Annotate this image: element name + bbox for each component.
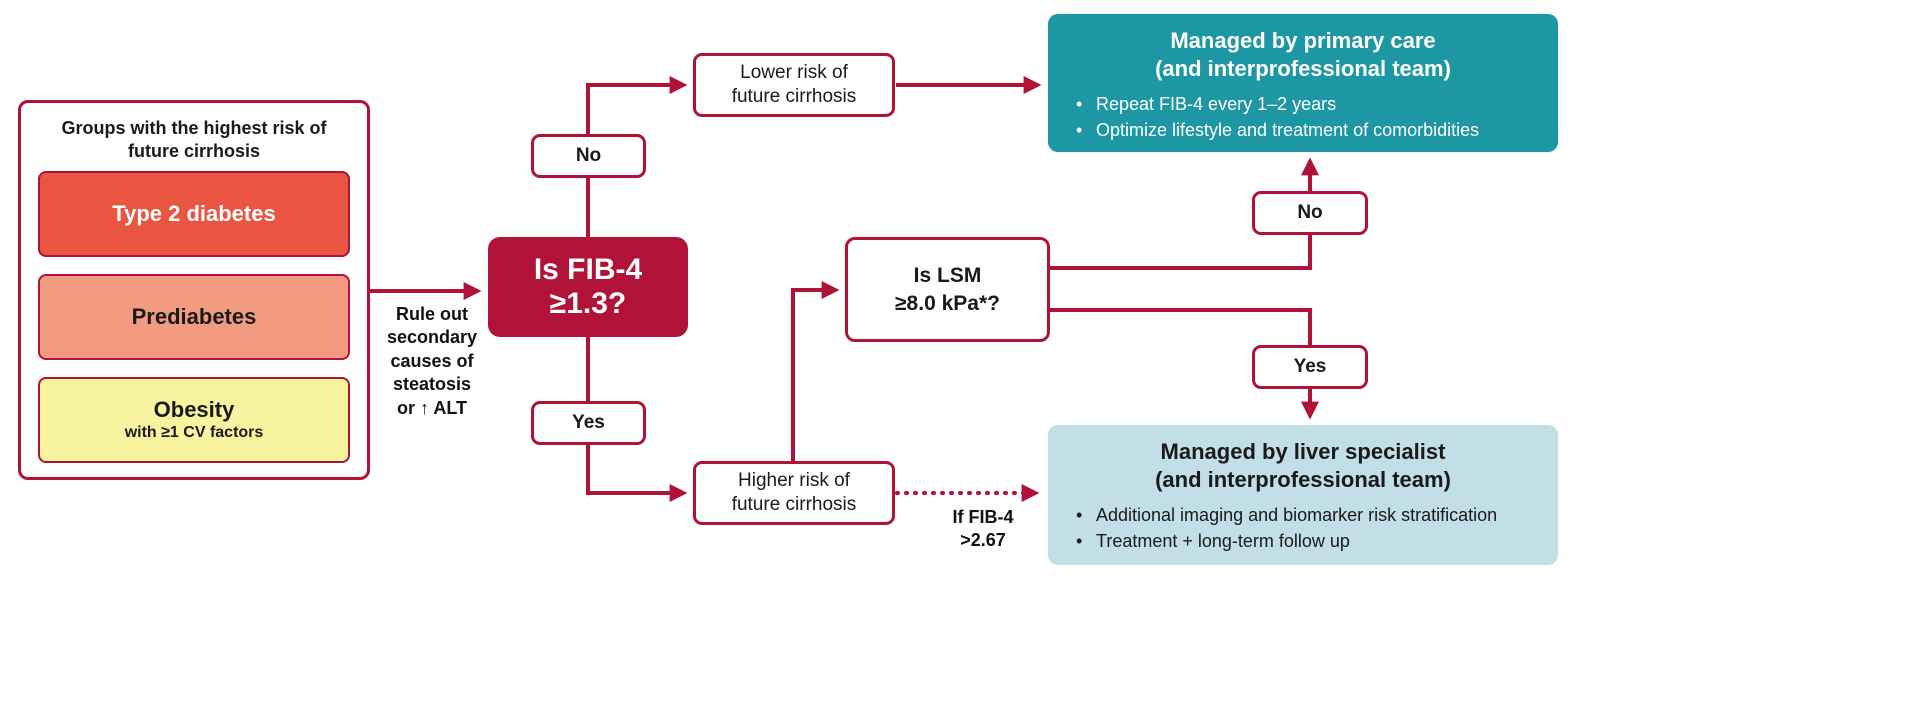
primary-care-title: Managed by primary care (and interprofes… <box>1155 28 1451 81</box>
liver-specialist-bullet: Additional imaging and biomarker risk st… <box>1070 502 1536 528</box>
risk-group-obesity-label: Obesity <box>153 397 235 423</box>
arrow-higher-risk-to-lsm <box>791 281 840 461</box>
primary-care-bullet-list: Repeat FIB-4 every 1–2 years Optimize li… <box>1070 91 1536 143</box>
risk-groups-panel: Groups with the highest risk of future c… <box>18 100 370 480</box>
if-fib4-note: If FIB-4 >2.67 <box>952 507 1014 551</box>
risk-group-obesity-sublabel: with ≥1 CV factors <box>124 424 264 442</box>
lsm-decision-box: Is LSM ≥8.0 kPa*? <box>845 237 1050 342</box>
liver-specialist-bullet-list: Additional imaging and biomarker risk st… <box>1070 502 1536 554</box>
risk-group-obesity: Obesity with ≥1 CV factors <box>38 377 350 463</box>
liver-specialist-bullet: Treatment + long-term follow up <box>1070 528 1536 554</box>
risk-groups-title: Groups with the highest risk of future c… <box>61 118 327 161</box>
higher-risk-box: Higher risk of future cirrhosis <box>693 461 895 525</box>
primary-care-box: Managed by primary care (and interprofes… <box>1048 14 1558 152</box>
primary-care-bullet: Repeat FIB-4 every 1–2 years <box>1070 91 1536 117</box>
arrow-fib4-no-to-lower-risk <box>586 76 688 237</box>
fib4-yes-label: Yes <box>531 401 646 445</box>
lsm-no-label: No <box>1252 191 1368 235</box>
fib4-no-label: No <box>531 134 646 178</box>
primary-care-bullet: Optimize lifestyle and treatment of como… <box>1070 117 1536 143</box>
risk-group-type2-diabetes-label: Type 2 diabetes <box>112 201 276 227</box>
rule-out-note: Rule out secondary causes of steatosis o… <box>386 304 478 418</box>
liver-specialist-box: Managed by liver specialist (and interpr… <box>1048 425 1558 565</box>
lower-risk-box: Lower risk of future cirrhosis <box>693 53 895 117</box>
arrow-fib4-yes-to-higher-risk <box>586 337 688 502</box>
risk-group-type2-diabetes: Type 2 diabetes <box>38 171 350 257</box>
risk-group-prediabetes-label: Prediabetes <box>131 304 257 330</box>
risk-group-prediabetes: Prediabetes <box>38 274 350 360</box>
fib4-decision-box: Is FIB-4 ≥1.3? <box>488 237 688 337</box>
liver-specialist-title: Managed by liver specialist (and interpr… <box>1155 439 1451 492</box>
lsm-yes-label: Yes <box>1252 345 1368 389</box>
